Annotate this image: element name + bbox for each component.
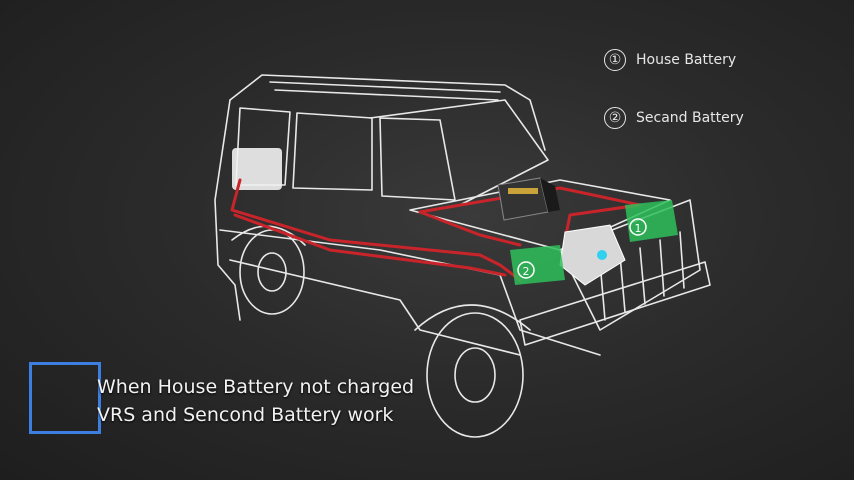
front-wheel-arch <box>414 304 531 331</box>
legend-item-second-battery: ② Secand Battery <box>604 107 744 129</box>
cable-hood-left <box>418 210 522 247</box>
legend-number-2: ② <box>604 107 626 129</box>
caption-line-2: VRS and Sencond Battery work <box>97 404 394 426</box>
grille-lines <box>599 231 685 321</box>
front-wheel <box>426 312 524 438</box>
body-lower <box>229 259 521 356</box>
legend-number-1: ① <box>604 49 626 71</box>
rear-wheel <box>239 229 305 315</box>
battery-2-marker: 2 <box>510 245 565 285</box>
cable-lower-run <box>233 213 507 277</box>
rear-body <box>214 99 241 321</box>
rear-cargo-box <box>232 148 282 190</box>
svg-text:2: 2 <box>523 265 530 278</box>
side-window-2 <box>292 112 373 191</box>
roof-outline <box>229 74 546 151</box>
engine-block <box>559 224 626 286</box>
cable-rear-run <box>230 178 522 282</box>
legend-label-second-battery: Secand Battery <box>636 110 744 126</box>
legend-item-house-battery: ① House Battery <box>604 49 736 71</box>
svg-text:1: 1 <box>635 222 642 235</box>
battery-1-marker: 1 <box>625 200 678 242</box>
front-bumper <box>519 261 711 346</box>
door-window <box>379 117 456 201</box>
front-wheel-hub <box>454 347 496 403</box>
roof-rack <box>269 81 501 101</box>
legend-label-house-battery: House Battery <box>636 52 737 68</box>
rear-wheel-hub <box>257 252 287 292</box>
caption: When House Battery not charged VRS and S… <box>97 373 414 429</box>
windshield <box>369 99 549 206</box>
caption-line-1: When House Battery not charged <box>97 376 415 398</box>
vrs-unit <box>497 177 560 221</box>
caption-highlight-box <box>29 362 101 434</box>
